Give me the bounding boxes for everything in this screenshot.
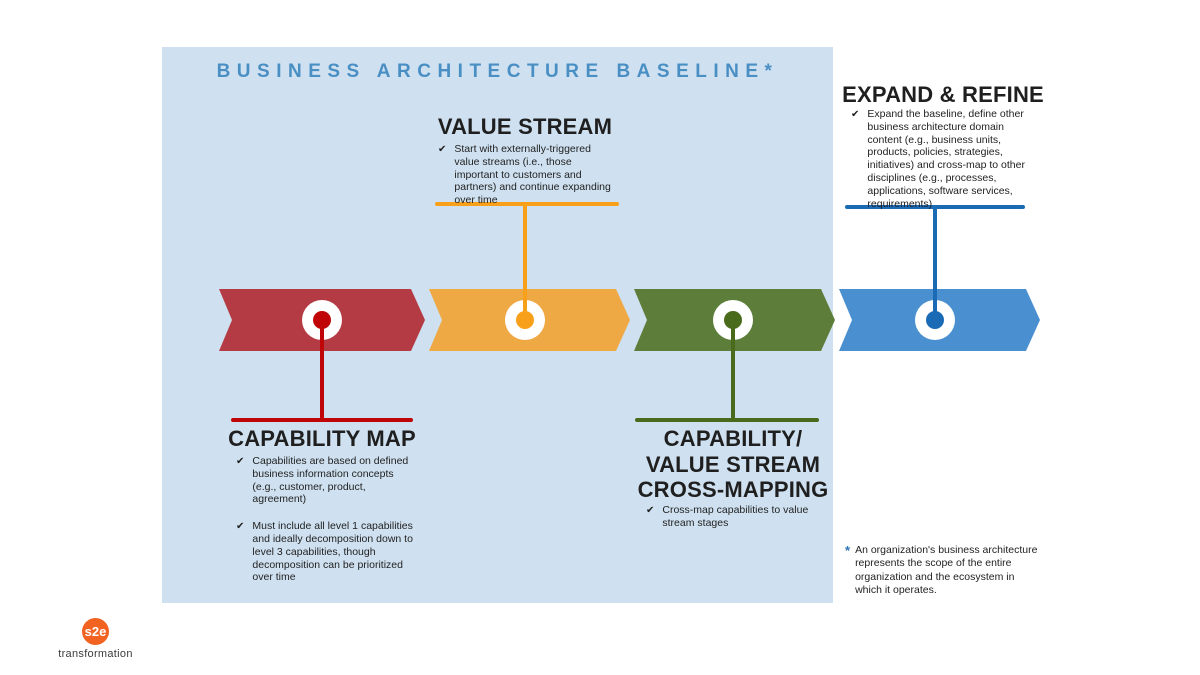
stage-bullets-cross-mapping: ✔ Cross-map capabilities to value stream…: [646, 504, 820, 530]
stage-bullets-expand-refine: ✔ Expand the baseline, define other busi…: [851, 108, 1041, 210]
stage-title-expand-refine: EXPAND & REFINE: [842, 82, 1044, 107]
stage-title-capability-map: CAPABILITY MAP: [228, 426, 416, 451]
connector-cross-mapping: [635, 318, 819, 422]
marker-dot-cross-mapping: [724, 311, 742, 329]
stage-bullets-capability-map: ✔ Capabilities are based on defined busi…: [236, 455, 420, 584]
checkmark-icon: ✔: [236, 456, 245, 467]
bullet-item: ✔ Cross-map capabilities to value stream…: [646, 504, 820, 530]
bullet-text: Start with externally-triggered value st…: [454, 143, 611, 207]
bullet-item: ✔ Start with externally-triggered value …: [438, 143, 618, 207]
page-title: BUSINESS ARCHITECTURE BASELINE*: [216, 61, 779, 82]
stage-title-value-stream: VALUE STREAM: [437, 114, 613, 139]
marker-dot-value-stream: [516, 311, 534, 329]
footnote-text: An organization's business architecture …: [855, 544, 1038, 597]
logo-mark: s2e: [84, 624, 107, 639]
bullet-text: Cross-map capabilities to value stream s…: [662, 504, 809, 529]
s2e-logo: s2e: [82, 618, 109, 645]
footnote-asterisk: *: [845, 543, 851, 558]
footnote: * An organization's business architectur…: [845, 544, 1039, 598]
bullet-text: Must include all level 1 capabilities an…: [252, 520, 413, 584]
marker-dot-expand-refine: [926, 311, 944, 329]
checkmark-icon: ✔: [851, 109, 860, 120]
checkmark-icon: ✔: [236, 521, 245, 533]
stage-title-cross-mapping: CAPABILITY/ VALUE STREAM CROSS-MAPPING: [637, 426, 829, 503]
stage-bullets-value-stream: ✔ Start with externally-triggered value …: [438, 143, 618, 207]
bullet-text: Capabilities are based on defined busine…: [252, 455, 409, 506]
logo-subtitle: transformation: [58, 648, 133, 660]
bullet-item: ✔ Capabilities are based on defined busi…: [236, 455, 420, 506]
checkmark-icon: ✔: [646, 505, 655, 516]
bullet-item: ✔ Expand the baseline, define other busi…: [851, 108, 1041, 210]
connector-capability-map: [231, 318, 413, 422]
marker-dot-capability-map: [313, 311, 331, 329]
checkmark-icon: ✔: [438, 144, 447, 155]
bullet-text: Expand the baseline, define other busine…: [867, 108, 1025, 210]
connector-value-stream: [435, 202, 619, 322]
connector-expand-refine: [845, 205, 1025, 322]
bullet-item: ✔ Must include all level 1 capabilities …: [236, 520, 420, 584]
